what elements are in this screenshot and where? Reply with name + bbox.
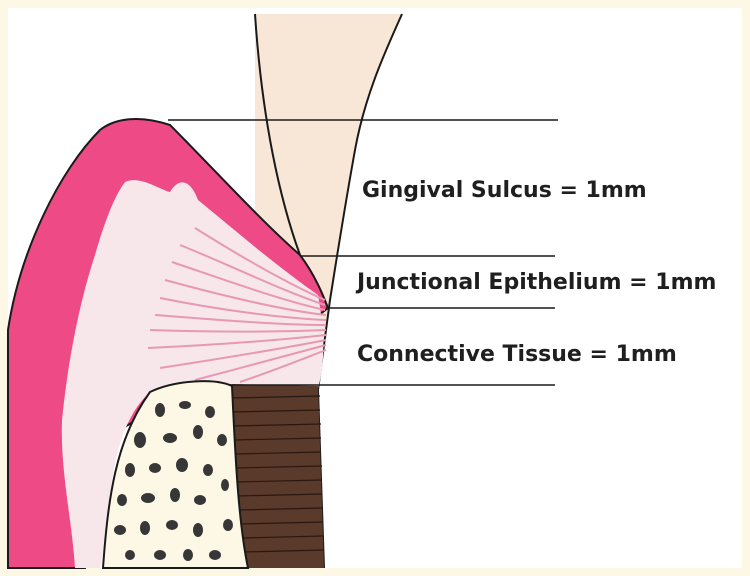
tooth-outline-right (316, 13, 403, 569)
label-connective-tissue: Connective Tissue = 1mm (357, 342, 677, 367)
collagen-fibers (147, 227, 327, 383)
reference-lines (168, 119, 558, 386)
bone-pores (114, 401, 233, 561)
tooth-outline (254, 13, 301, 256)
label-gingival-sulcus: Gingival Sulcus = 1mm (362, 178, 647, 203)
connective-tissue (61, 180, 324, 568)
alveolar-bone (101, 380, 250, 569)
ligament-fibers (231, 395, 325, 553)
label-junctional-epithelium: Junctional Epithelium = 1mm (357, 270, 717, 295)
